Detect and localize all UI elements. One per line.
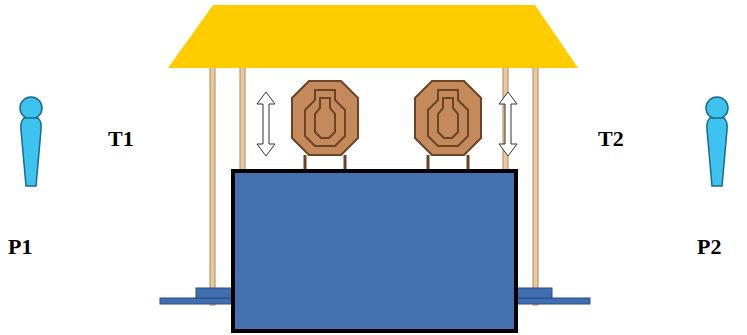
person-label: P1 [8,236,32,258]
person-label: P2 [697,236,721,258]
target-label: T1 [108,128,134,150]
target-label: T2 [598,128,624,150]
